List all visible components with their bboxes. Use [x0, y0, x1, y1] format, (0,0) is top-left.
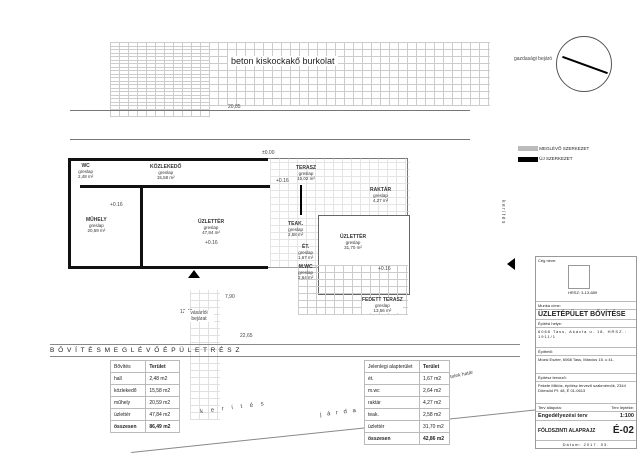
entrance-label: vásárlói bejárat	[184, 310, 214, 322]
legend: MEGLÉVŐ SZERKEZET ÚJ SZERKEZET	[518, 146, 589, 162]
level-mark: +0.16	[110, 202, 123, 208]
level-mark: +0.16	[205, 240, 218, 246]
level-mark: ±0.00	[262, 150, 275, 156]
paving-left	[110, 42, 210, 117]
level-mark: +0.16	[378, 266, 391, 272]
fence-right: k e r í t é s	[500, 200, 506, 224]
building-parts-label: B Ő V Í T É S M E G L É V Ő É P Ü L E T …	[50, 344, 520, 357]
dim-total: 22,65	[240, 333, 253, 339]
dimension-lines	[70, 110, 470, 140]
paving-label: beton kiskockakő burkolat	[228, 56, 338, 66]
sidewalk-label: j á r d a	[319, 407, 359, 419]
level-mark: +0.16	[276, 178, 289, 184]
dim-mid: 7,90	[224, 294, 236, 300]
plot-border-label: telek határ	[449, 369, 474, 381]
title-block: Cég neve:HRSZ: 3-13-689 Munka címe: ÜZLE…	[535, 256, 637, 449]
legend-new: ÚJ SZERKEZET	[518, 156, 589, 162]
north-arrow-icon	[556, 36, 612, 92]
entrance-arrow-icon	[507, 258, 515, 270]
legend-existing: MEGLÉVŐ SZERKEZET	[518, 146, 589, 152]
dim-top: 20,85	[228, 104, 241, 110]
gate-label: gazdasági bejáró	[514, 56, 553, 62]
entrance-arrow-icon	[188, 270, 200, 278]
